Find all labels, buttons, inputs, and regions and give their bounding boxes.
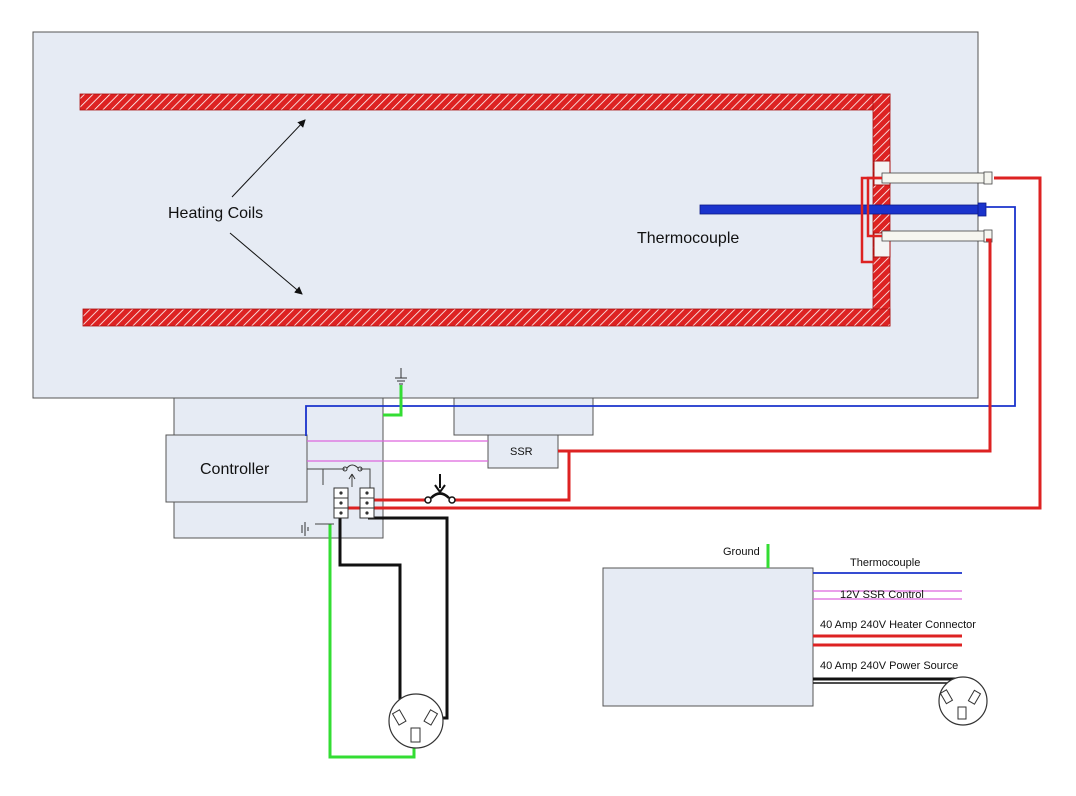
ssr-label: SSR xyxy=(510,446,533,458)
legend-heater-label: 40 Amp 240V Heater Connector xyxy=(820,619,976,631)
ground-wire-oven xyxy=(383,385,403,417)
circuit-breaker xyxy=(424,474,456,504)
ssr-housing xyxy=(453,397,594,436)
heater-wire-1 xyxy=(558,238,992,453)
legend-plug xyxy=(938,676,988,726)
arrow-to-top-coil xyxy=(231,119,306,198)
terminal-block-left xyxy=(333,487,349,519)
oven-body xyxy=(32,31,979,399)
ground-wire-plug xyxy=(328,524,416,759)
wires xyxy=(305,176,1042,759)
heating-coil-bottom xyxy=(82,308,891,327)
heater-wire-3 xyxy=(342,176,1042,510)
heater-wire-2 xyxy=(453,449,571,502)
wall-plug xyxy=(388,693,444,749)
heating-coils-label: Heating Coils xyxy=(168,205,263,222)
terminal-rod-bottom xyxy=(881,230,987,242)
ground-symbol-housing xyxy=(301,522,309,536)
thermocouple-probe xyxy=(699,204,981,215)
terminal-rod-top xyxy=(881,172,987,184)
legend-ssr-label: 12V SSR Control xyxy=(840,589,924,601)
legend-box xyxy=(602,567,814,707)
controller-label: Controller xyxy=(200,461,270,478)
relay-switch xyxy=(342,464,363,480)
legend-power-label: 40 Amp 240V Power Source xyxy=(820,660,958,672)
power-wire-1 xyxy=(338,518,402,718)
legend-ground-label: Ground xyxy=(723,546,760,558)
heating-coil-top xyxy=(79,93,891,111)
ground-symbol-oven xyxy=(395,368,407,385)
thermocouple-label: Thermocouple xyxy=(637,230,739,247)
terminal-block-right xyxy=(359,487,375,519)
thermocouple-wire xyxy=(305,206,1016,436)
ssr-box xyxy=(487,434,559,469)
heating-coil-elements xyxy=(79,93,891,327)
legend-thermocouple-label: Thermocouple xyxy=(850,557,920,569)
controller-box xyxy=(165,434,308,503)
arrow-to-bottom-coil xyxy=(229,232,303,295)
power-wire-2 xyxy=(368,516,449,720)
